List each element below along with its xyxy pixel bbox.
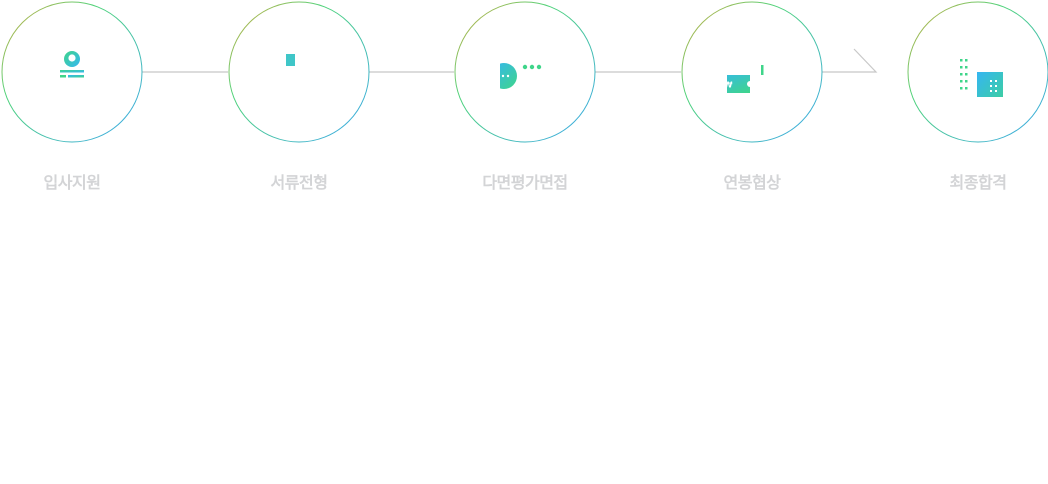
salary-money-icon: ₩ [727,65,764,93]
applicant-profile-icon [60,51,84,78]
step-label: 연봉협상 [723,173,781,192]
step-interview: 다면평가면접 [454,0,596,200]
step-label: 서류전형 [270,173,328,192]
step-final-acceptance: 최종합격 [907,0,1048,200]
step-label: 최종합격 [949,173,1007,192]
step-circle [907,1,1048,143]
step-circle [454,1,596,143]
step-circle [681,1,823,143]
step-label: 입사지원 [43,173,101,192]
arrow-connector [822,48,878,73]
step-salary-negotiation: ₩ 연봉협상 [681,0,823,200]
svg-text:₩: ₩ [727,81,733,90]
step-circle [1,1,143,143]
building-icon [960,59,1003,97]
interview-chat-icon [500,63,542,89]
step-apply: 입사지원 [1,0,143,200]
step-label: 다면평가면접 [482,173,568,192]
step-document-screening: 서류전형 [228,0,370,200]
document-screening-icon [286,54,295,66]
step-circle [228,1,370,143]
